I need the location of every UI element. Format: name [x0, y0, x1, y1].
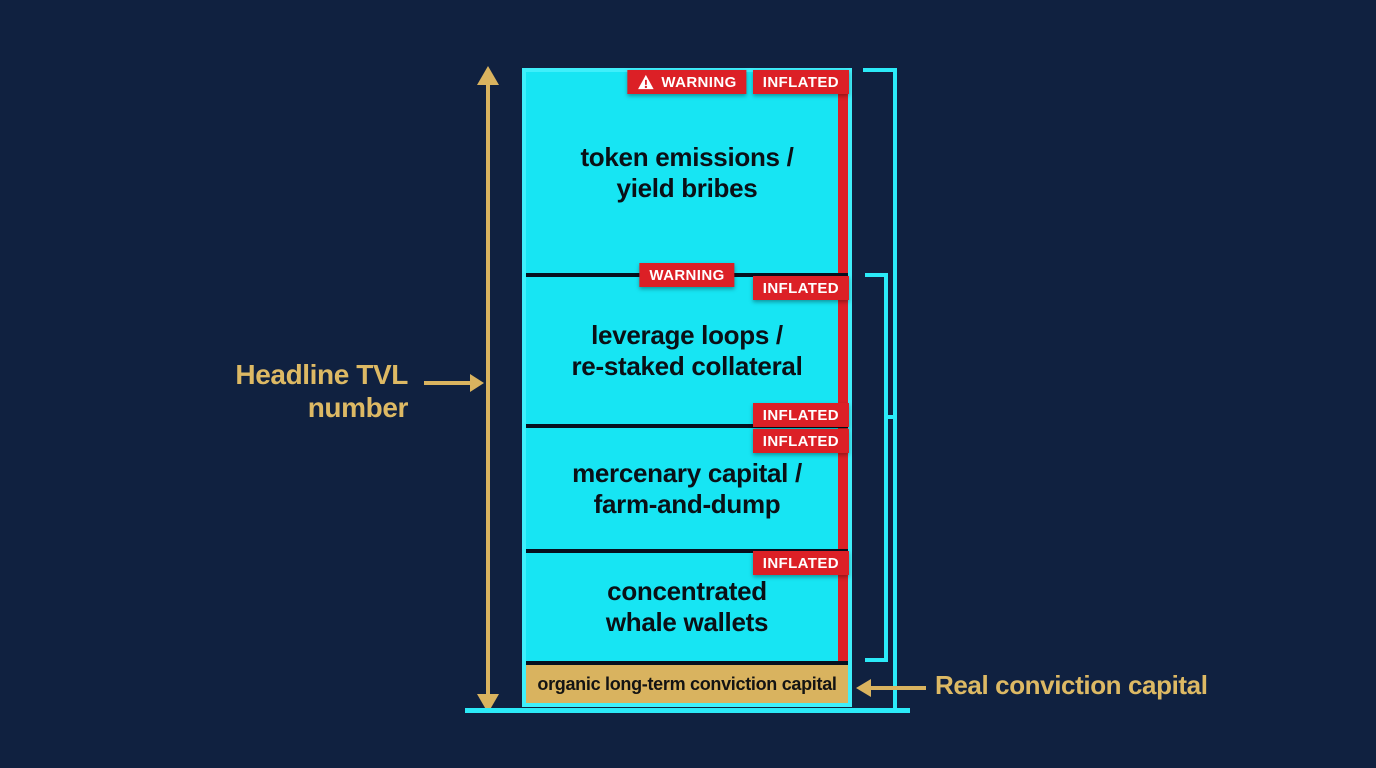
inflated-badge-label: INFLATED [762, 279, 839, 297]
baseline [465, 708, 910, 713]
inflated-badge: INFLATED [752, 276, 849, 300]
warning-badge-label: WARNING [661, 73, 737, 91]
outer-bracket-top [863, 68, 897, 72]
segment-label-line1: mercenary capital / [572, 457, 802, 488]
inner-bracket-top [865, 273, 888, 277]
inflated-badge: INFLATED [752, 429, 849, 453]
base-segment-label: organic long-term conviction capital [537, 673, 837, 694]
segment-label-line2: whale wallets [605, 607, 769, 637]
segment-mercenary-capital: mercenary capital / farm-and-dump INFLAT… [526, 428, 849, 549]
outer-bracket-vertical [893, 68, 897, 712]
tvl-stacked-bar: token emissions / yield bribes WARNING I… [522, 68, 852, 707]
segment-label-line2: re-staked collateral [571, 350, 803, 381]
segment-label-line1: leverage loops / [591, 319, 783, 350]
headline-pointer-arrowhead-right [470, 374, 484, 392]
segment-token-emissions: token emissions / yield bribes WARNING I… [526, 70, 849, 273]
headline-tvl-label: Headline TVL number [235, 358, 408, 424]
segment-label-line2: farm-and-dump [593, 488, 781, 519]
inflated-badge: INFLATED [752, 70, 849, 94]
headline-tvl-label-line2: number [307, 392, 409, 423]
segment-label: leverage loops / re-staked collateral [526, 277, 848, 424]
bracket-connector-tick [884, 415, 897, 419]
inflated-stripe [838, 277, 848, 424]
real-capital-arrow-line [871, 686, 926, 690]
inflated-badge: INFLATED [752, 403, 849, 427]
segment-divider: WARNING [526, 263, 848, 287]
segment-whale-wallets: concentrated whale wallets INFLATED [526, 551, 849, 661]
measure-arrowhead-up [477, 66, 499, 85]
inflated-badge-label: INFLATED [762, 73, 839, 91]
segment-label: token emissions / yield bribes [526, 72, 848, 273]
segment-label: concentrated whale wallets [526, 553, 848, 661]
inflated-badge-label: INFLATED [762, 406, 839, 424]
segment-label-line1: concentrated [607, 576, 767, 606]
segment-divider [526, 661, 848, 665]
inflated-stripe [838, 72, 848, 273]
segment-organic-capital: organic long-term conviction capital [526, 665, 848, 703]
warning-badge-label: WARNING [649, 266, 725, 284]
segment-label: mercenary capital / farm-and-dump [526, 428, 848, 549]
headline-tvl-label-line1: Headline TVL [235, 359, 408, 390]
segment-label-line2: yield bribes [616, 172, 758, 203]
inflated-stripe [838, 428, 848, 549]
segment-leverage-loops: leverage loops / re-staked collateral IN… [526, 276, 849, 427]
inflated-badge-label: INFLATED [762, 554, 839, 572]
warning-badge: WARNING [639, 263, 735, 287]
headline-pointer-arrow-line [424, 381, 472, 385]
measure-arrow-line [486, 82, 490, 696]
inflated-badge-label: INFLATED [762, 432, 839, 450]
inflated-stripe [838, 553, 848, 661]
segment-divider [526, 424, 848, 428]
inner-bracket-vertical [884, 273, 888, 662]
inflated-badge: INFLATED [752, 551, 849, 575]
inner-bracket-bottom [865, 658, 888, 662]
real-capital-arrowhead-left [856, 679, 871, 697]
segment-label-line1: token emissions / [580, 141, 794, 172]
warning-badge: WARNING [627, 70, 747, 94]
segment-divider [526, 549, 848, 553]
warning-triangle-icon [637, 74, 654, 90]
real-conviction-capital-label: Real conviction capital [935, 670, 1208, 700]
